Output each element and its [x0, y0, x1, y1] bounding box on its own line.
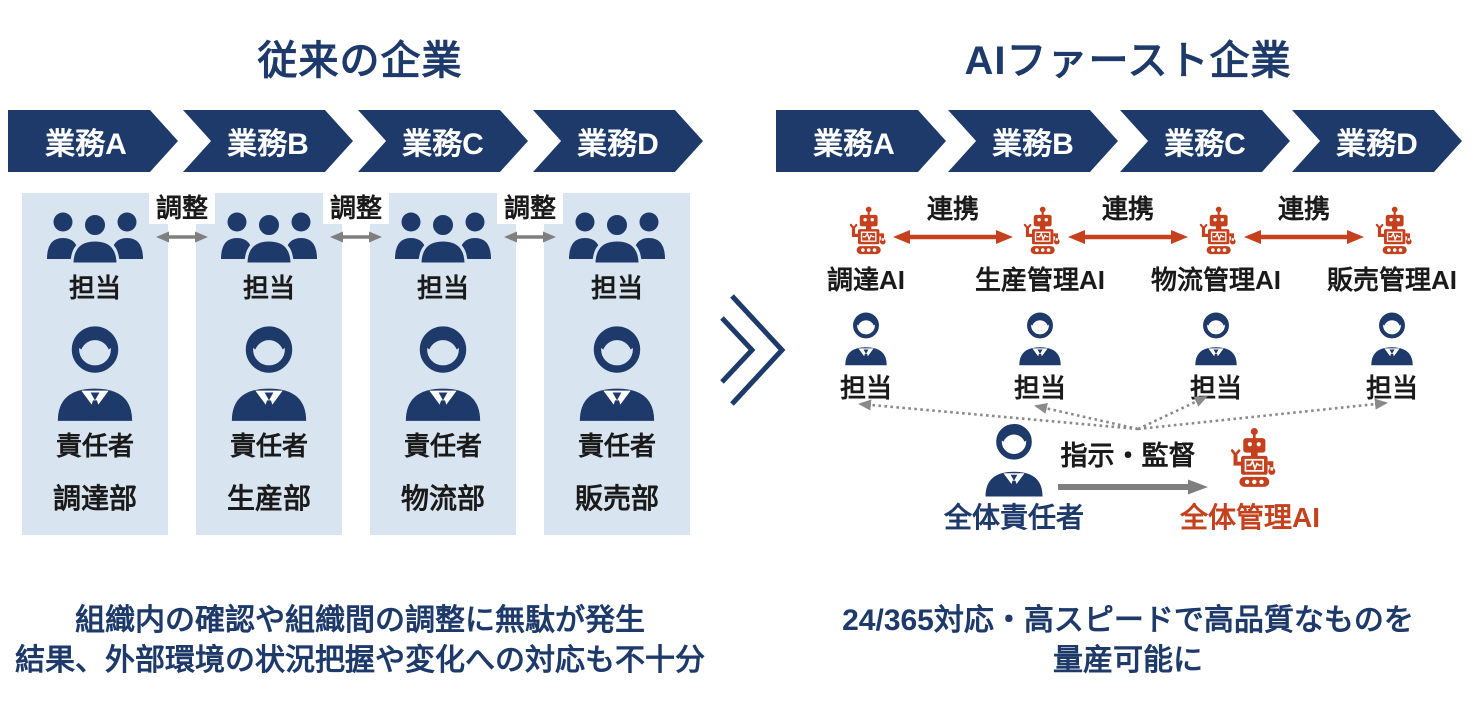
department-name: 物流部 — [400, 483, 485, 514]
coordination-label: 調整 — [323, 192, 389, 224]
link-label: 連携 — [1277, 194, 1330, 224]
staff-label: 担当 — [242, 273, 295, 303]
ai-agent-label: 販売管理AI — [1326, 265, 1457, 295]
link-label: 連携 — [1101, 194, 1154, 224]
robot-icon — [1367, 203, 1417, 257]
right-process-step-c: 業務C — [1120, 110, 1290, 172]
manager-person-icon — [226, 323, 312, 421]
staff-label: 担当 — [68, 273, 121, 303]
transform-chevron-icon — [720, 294, 786, 406]
department-name: 生産部 — [226, 483, 311, 514]
team-icon — [395, 210, 491, 266]
department-column-logistics: 担当 責任者 物流部 — [370, 193, 516, 535]
ai-agent-label: 生産管理AI — [974, 265, 1105, 295]
worker-person-icon — [1016, 307, 1064, 369]
manager-person-icon — [574, 323, 660, 421]
left-caption-line2: 結果、外部環境の状況把握や変化への対応も不十分 — [15, 644, 705, 677]
coordination-label: 調整 — [497, 192, 563, 224]
coordination-label: 調整 — [149, 192, 215, 224]
staff-label: 担当 — [1013, 373, 1066, 403]
robot-icon — [841, 203, 891, 257]
double-arrow-icon — [156, 230, 208, 244]
link-arrow-icon — [1068, 229, 1188, 245]
right-process-step-d: 業務D — [1292, 110, 1462, 172]
left-process-step-d: 業務D — [533, 110, 703, 172]
double-arrow-icon — [504, 230, 556, 244]
link-label: 連携 — [926, 194, 979, 224]
robot-icon — [1191, 203, 1241, 257]
double-arrow-icon — [330, 230, 382, 244]
team-icon — [569, 210, 665, 266]
right-caption-line2: 量産可能に — [1053, 644, 1203, 677]
left-process-step-b: 業務B — [183, 110, 353, 172]
supervision-label: 指示・監督 — [1060, 441, 1196, 471]
team-icon — [47, 210, 143, 266]
team-icon — [221, 210, 317, 266]
staff-label: 担当 — [1365, 373, 1418, 403]
manager-label: 責任者 — [403, 431, 482, 461]
right-process-step-a: 業務A — [776, 110, 946, 172]
robot-icon — [1015, 203, 1065, 257]
staff-label: 担当 — [839, 373, 892, 403]
manager-label: 責任者 — [577, 431, 656, 461]
link-arrow-icon — [1244, 229, 1364, 245]
overall-ai-robot-icon — [1220, 423, 1282, 491]
right-panel-title: AIファースト企業 — [964, 39, 1292, 83]
department-column-sales: 担当 責任者 販売部 — [544, 193, 690, 535]
manager-label: 責任者 — [229, 431, 308, 461]
worker-person-icon — [1368, 307, 1416, 369]
right-caption-line1: 24/365対応・高スピードで高品質なものを — [842, 604, 1414, 637]
manager-person-icon — [52, 323, 138, 421]
left-process-step-c: 業務C — [358, 110, 528, 172]
delegation-dotted-arrows — [858, 395, 1388, 431]
left-process-step-a: 業務A — [8, 110, 178, 172]
supervision-arrow-icon — [1058, 479, 1208, 495]
department-column-production: 担当 責任者 生産部 — [196, 193, 342, 535]
right-process-step-b: 業務B — [948, 110, 1118, 172]
overall-ai-label: 全体管理AI — [1179, 502, 1320, 533]
left-caption-line1: 組織内の確認や組織間の調整に無駄が発生 — [75, 604, 645, 637]
overall-manager-label: 全体責任者 — [943, 502, 1084, 533]
worker-person-icon — [1192, 307, 1240, 369]
department-column-procurement: 担当 責任者 調達部 — [22, 193, 168, 535]
department-name: 販売部 — [574, 483, 659, 514]
left-panel-title: 従来の企業 — [257, 39, 463, 83]
staff-label: 担当 — [590, 273, 643, 303]
ai-agent-label: 調達AI — [826, 265, 905, 295]
manager-person-icon — [400, 323, 486, 421]
ai-agent-label: 物流管理AI — [1150, 265, 1281, 295]
staff-label: 担当 — [416, 273, 469, 303]
link-arrow-icon — [893, 229, 1013, 245]
department-name: 調達部 — [52, 483, 137, 514]
manager-label: 責任者 — [55, 431, 134, 461]
worker-person-icon — [842, 307, 890, 369]
